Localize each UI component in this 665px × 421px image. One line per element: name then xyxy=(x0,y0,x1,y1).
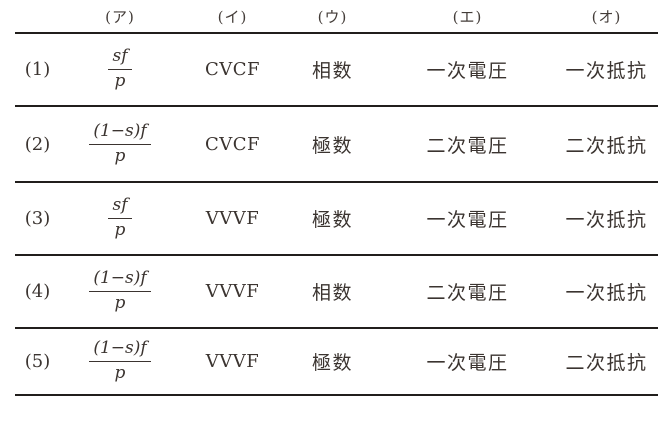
table-row-5: (5) (1−s)f p VVVF 極数 一次電圧 二次抵抗 xyxy=(15,329,658,396)
phase-pole-cell: 相数 xyxy=(311,60,353,82)
phase-pole-cell: 相数 xyxy=(311,282,353,304)
frequency-formula-cell: (1−s)f p xyxy=(89,269,151,313)
row-label: (5) xyxy=(24,351,51,372)
row-label: (3) xyxy=(24,208,51,229)
fraction: sf p xyxy=(108,196,132,240)
phase-pole-cell: 極数 xyxy=(311,134,353,157)
phase-pole-cell: 極数 xyxy=(311,352,353,374)
frequency-formula-cell: (1−s)f p xyxy=(89,121,151,166)
frequency-formula-cell: sf p xyxy=(108,196,132,240)
inverter-type-cell: VVVF xyxy=(205,208,260,229)
fraction: sf p xyxy=(108,47,132,91)
resistance-cell: 一次抵抗 xyxy=(565,282,648,304)
header-cell-u: (ウ) xyxy=(317,7,348,26)
header-cell-a: (ア) xyxy=(105,7,135,26)
header-row: (ア) (イ) (ウ) (エ) (オ) xyxy=(15,0,658,34)
voltage-cell: 一次電圧 xyxy=(426,60,509,82)
header-cell-o: (オ) xyxy=(591,7,622,26)
table-row-2: (2) (1−s)f p CVCF 極数 二次電圧 二次抵抗 xyxy=(15,107,658,183)
fraction: (1−s)f p xyxy=(89,339,151,383)
inverter-type-cell: VVVF xyxy=(205,351,260,372)
row-label: (1) xyxy=(24,59,51,80)
header-cell-e: (エ) xyxy=(452,7,483,26)
resistance-cell: 二次抵抗 xyxy=(565,352,648,374)
phase-pole-cell: 極数 xyxy=(311,209,353,231)
fraction-denominator: p xyxy=(114,363,126,383)
fraction-numerator: sf xyxy=(108,47,132,70)
voltage-cell: 一次電圧 xyxy=(426,352,509,374)
fraction: (1−s)f p xyxy=(89,121,151,166)
fraction-numerator: (1−s)f xyxy=(89,121,151,145)
fraction-numerator: (1−s)f xyxy=(89,339,151,362)
header-cell-i: (イ) xyxy=(217,7,248,26)
voltage-cell: 一次電圧 xyxy=(426,209,509,231)
fraction-numerator: sf xyxy=(108,196,132,219)
row-label: (2) xyxy=(24,133,51,155)
inverter-type-cell: VVVF xyxy=(205,281,260,302)
fraction-denominator: p xyxy=(114,220,126,240)
voltage-cell: 二次電圧 xyxy=(426,282,509,304)
fraction-denominator: p xyxy=(114,71,126,91)
resistance-cell: 一次抵抗 xyxy=(565,60,648,82)
fraction-denominator: p xyxy=(114,293,126,313)
resistance-cell: 二次抵抗 xyxy=(565,134,648,157)
frequency-formula-cell: (1−s)f p xyxy=(89,339,151,383)
fraction: (1−s)f p xyxy=(89,269,151,313)
frequency-formula-cell: sf p xyxy=(108,47,132,91)
voltage-cell: 二次電圧 xyxy=(426,134,509,157)
fraction-numerator: (1−s)f xyxy=(89,269,151,292)
inverter-type-cell: CVCF xyxy=(204,59,261,80)
row-label: (4) xyxy=(24,281,51,302)
fraction-denominator: p xyxy=(114,145,126,166)
answer-table: (ア) (イ) (ウ) (エ) (オ) (1) sf p CVCF 相数 一次電… xyxy=(15,0,658,396)
inverter-type-cell: CVCF xyxy=(204,133,261,155)
table-row-1: (1) sf p CVCF 相数 一次電圧 一次抵抗 xyxy=(15,34,658,107)
table-row-3: (3) sf p VVVF 極数 一次電圧 一次抵抗 xyxy=(15,183,658,256)
resistance-cell: 一次抵抗 xyxy=(565,209,648,231)
table-row-4: (4) (1−s)f p VVVF 相数 二次電圧 一次抵抗 xyxy=(15,256,658,329)
